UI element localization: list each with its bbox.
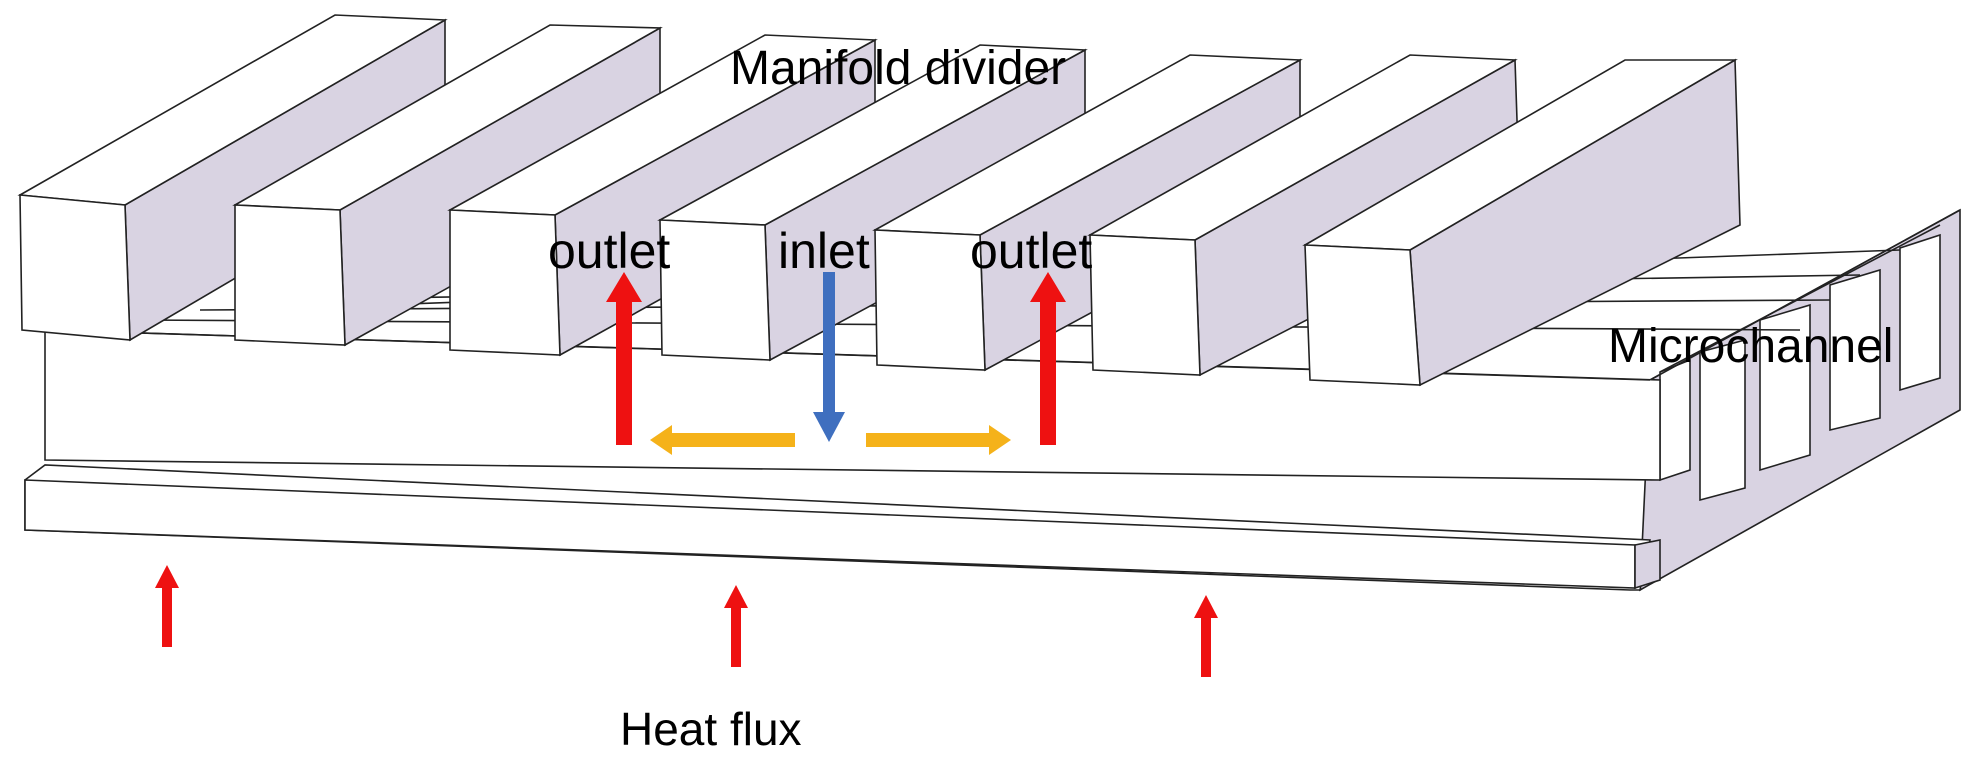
outlet-left-label: outlet: [548, 223, 670, 279]
heat-flux-arrow: [1194, 595, 1218, 677]
flow-arrow-right: [866, 425, 1011, 455]
microchannel-side: [1639, 208, 1961, 592]
outlet-arrow-right: [1030, 272, 1066, 445]
inlet-label: inlet: [778, 223, 870, 279]
manifold-divider-bars: [17, 14, 1741, 387]
inlet-arrow: [813, 272, 845, 442]
outlet-arrow-left: [606, 272, 642, 445]
outlet-right-label: outlet: [970, 223, 1092, 279]
flow-arrow-left: [650, 425, 795, 455]
heat-flux-label: Heat flux: [620, 703, 802, 755]
manifold-divider-label: Manifold divider: [730, 42, 1066, 95]
heat-flux-arrow: [724, 585, 748, 667]
microchannel-label: Microchannel: [1608, 320, 1893, 373]
base-plate: [24, 464, 1661, 591]
heat-flux-arrow: [155, 565, 179, 647]
divider-bar: [1302, 58, 1741, 387]
